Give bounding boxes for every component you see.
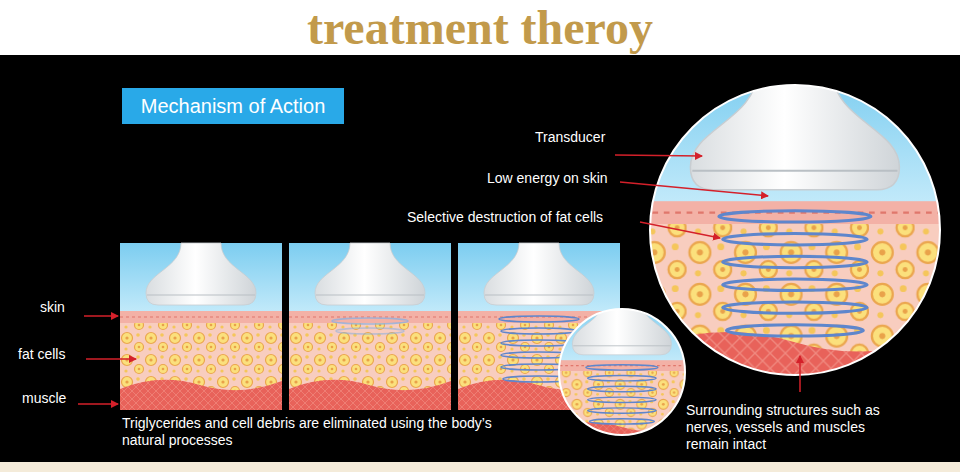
- annotation-label: skin: [40, 299, 65, 316]
- annotation-label: muscle: [22, 390, 66, 407]
- annotation-label: Low energy on skin: [487, 170, 608, 187]
- annotation-label: Triglycerides and cell debris are elimin…: [122, 415, 522, 449]
- heading-text: Mechanism of Action: [141, 93, 344, 119]
- heading-box: Mechanism of Action: [122, 88, 344, 124]
- annotation-label: Selective destruction of fat cells: [407, 209, 603, 226]
- page-title: treatment theroy: [0, 2, 960, 54]
- annotation-label: fat cells: [18, 346, 65, 363]
- annotation-label: Surrounding structures such as nerves, v…: [686, 402, 901, 453]
- annotation-label: Transducer: [535, 129, 605, 146]
